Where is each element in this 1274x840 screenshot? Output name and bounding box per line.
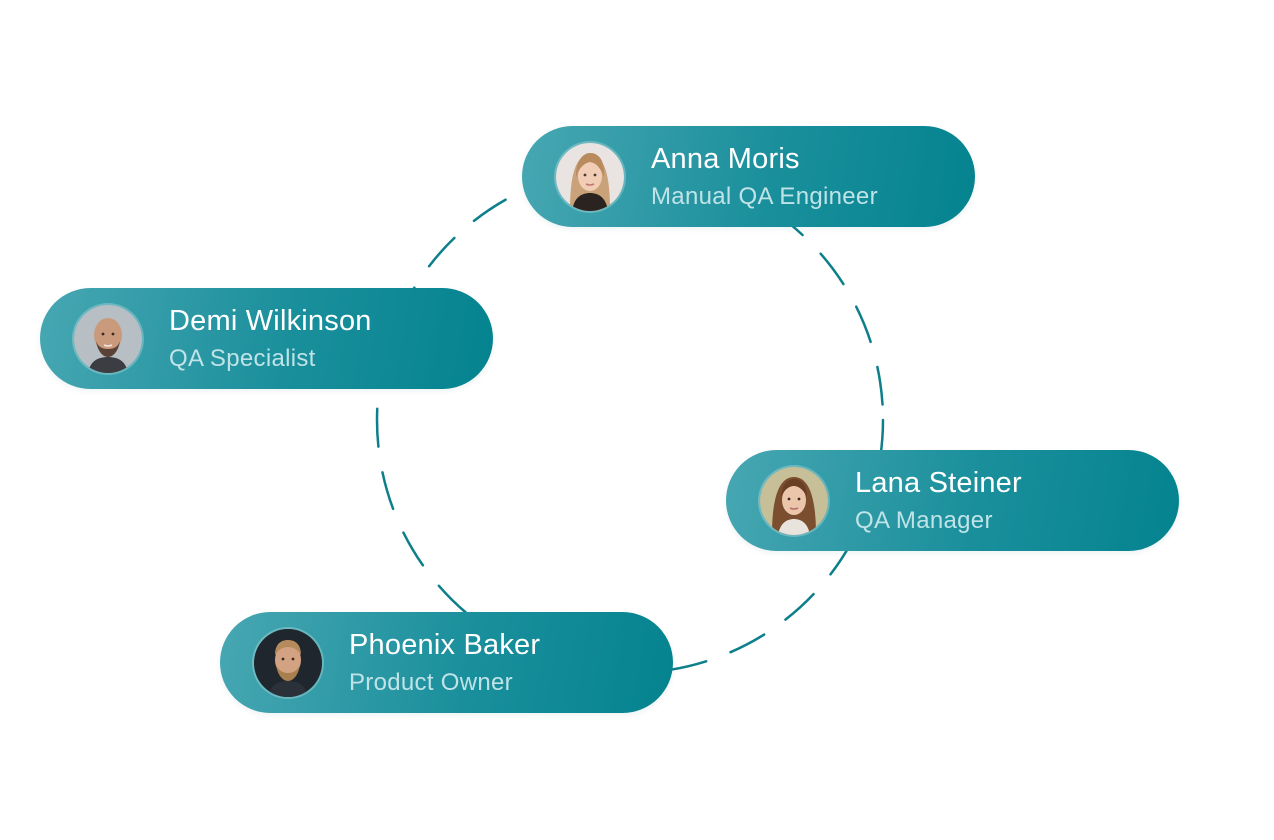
person-name: Demi Wilkinson [169,304,372,337]
person-name: Anna Moris [651,142,800,175]
person-role: Product Owner [349,668,513,696]
person-card-lana-steiner[interactable]: Lana Steiner QA Manager [726,450,1179,551]
person-name: Phoenix Baker [349,628,541,661]
woman-blonde-avatar-icon [556,142,624,211]
person-role: QA Manager [855,506,993,534]
person-card-phoenix-baker[interactable]: Phoenix Baker Product Owner [220,612,673,713]
person-role: Manual QA Engineer [651,182,878,210]
person-name: Lana Steiner [855,466,1022,499]
person-card-anna-moris[interactable]: Anna Moris Manual QA Engineer [522,126,975,227]
person-card-demi-wilkinson[interactable]: Demi Wilkinson QA Specialist [40,288,493,389]
man-bald-avatar-icon [74,304,142,373]
woman-brunette-avatar-icon [760,466,828,535]
man-bearded-avatar-icon [254,628,322,697]
person-role: QA Specialist [169,344,316,372]
